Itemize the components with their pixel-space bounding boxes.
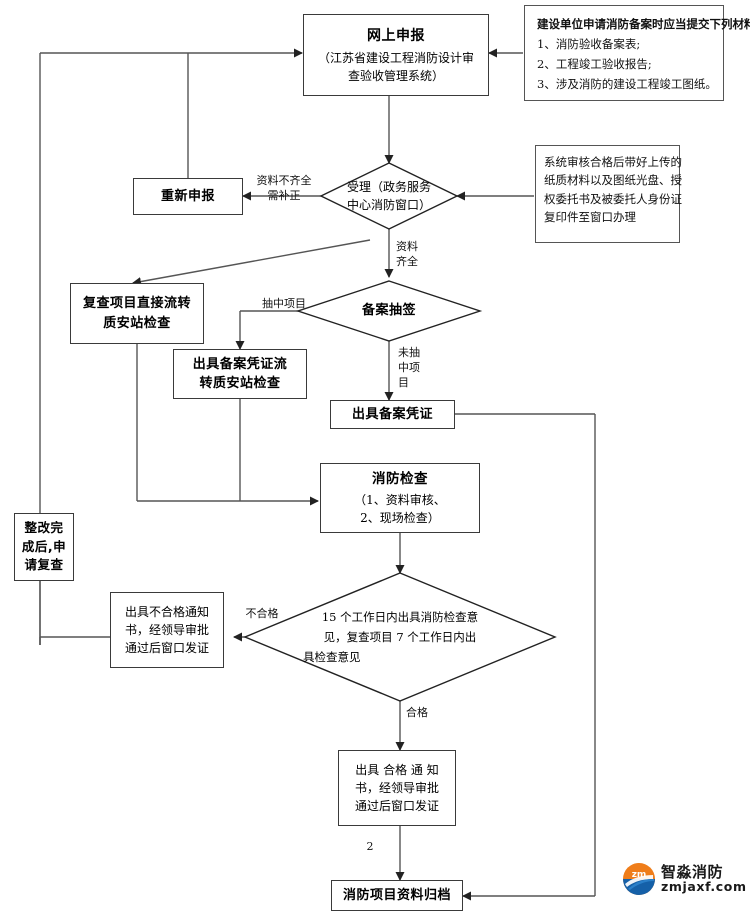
node-issue-record-cert[interactable]: 出具备案凭证: [330, 400, 455, 429]
node-online-apply[interactable]: 网上申报 （江苏省建设工程消防设计审 查验收管理系统）: [303, 14, 489, 96]
materials-note-head: 建设单位申请消防备案时应当提交下列材料:: [537, 17, 750, 31]
node-fire-inspection[interactable]: 消防检查 （1、资料审核、 2、现场检查）: [320, 463, 480, 533]
pass-notice-line3: 通过后窗口发证: [354, 799, 439, 813]
rectify-line1: 整改完: [24, 519, 64, 535]
issue-record-transfer-line1: 出具备案凭证流: [192, 356, 288, 372]
note-window-instructions: 系统审核合格后带好上传的 纸质材料以及图纸光盘、授 权委托书及被委托人身份证 复…: [535, 145, 682, 243]
watermark: zm 智淼消防 zmjaxf.com: [622, 862, 747, 896]
node-issue-record-transfer[interactable]: 出具备案凭证流 转质安站检查: [173, 349, 307, 399]
edge-label-step-two: 2: [366, 840, 374, 853]
edge-label-fail: 不合格: [245, 607, 279, 620]
lottery-label: 备案抽签: [361, 303, 416, 319]
window-note-line-3: 权委托书及被委托人身份证: [544, 191, 682, 206]
note-required-materials: 建设单位申请消防备案时应当提交下列材料: 1、消防验收备案表; 2、工程竣工验收…: [524, 5, 750, 101]
node-rectify-reapply[interactable]: 整改完 成后,申 请复查: [14, 513, 74, 581]
materials-note-item-2: 2、工程竣工验收报告;: [537, 57, 652, 72]
logo-monogram: zm: [632, 870, 647, 880]
review-direct-line2: 质安站检查: [103, 315, 171, 331]
pass-notice-line2: 书，经领导审批: [354, 781, 439, 795]
fail-notice-line3: 通过后窗口发证: [124, 641, 209, 655]
accept-line2: 中心消防窗口）: [346, 198, 431, 212]
fire-inspection-title: 消防检查: [372, 471, 428, 488]
issue-record-transfer-line2: 转质安站检查: [199, 376, 281, 391]
archive-label: 消防项目资料归档: [342, 887, 451, 903]
pass-notice-line1: 出具 合格 通 知: [355, 763, 439, 777]
node-deadline-decision[interactable]: 15 个工作日内出具消防检查意 见，复查项目 7 个工作日内出 具检查意见: [245, 573, 555, 701]
review-direct-line1: 复查项目直接流转: [82, 296, 191, 311]
node-pass-notice[interactable]: 出具 合格 通 知 书，经领导审批 通过后窗口发证: [338, 750, 456, 826]
node-lottery[interactable]: 备案抽签: [298, 281, 480, 341]
online-apply-sub1: （江苏省建设工程消防设计审: [317, 50, 474, 65]
issue-record-cert-label: 出具备案凭证: [351, 406, 433, 422]
node-accept[interactable]: 受理（政务服务 中心消防窗口）: [298, 160, 480, 232]
window-note-line-4: 复印件至窗口办理: [544, 210, 636, 225]
edge-label-pass: 合格: [406, 706, 428, 719]
node-reapply[interactable]: 重新申报: [133, 178, 243, 215]
watermark-url: zmjaxf.com: [661, 879, 747, 895]
window-note-line-2: 纸质材料以及图纸光盘、授: [544, 173, 682, 188]
window-note-line-1: 系统审核合格后带好上传的: [544, 155, 682, 169]
edge-label-complete: 资料 齐全: [396, 240, 418, 268]
edge-label-selected: 抽中项目: [262, 297, 306, 310]
edge-label-not-selected: 未抽 中项 目: [398, 346, 420, 389]
deadline-line2: 见，复查项目 7 个工作日内出: [323, 629, 477, 644]
rectify-line3: 请复查: [24, 557, 64, 573]
fail-notice-line2: 书，经领导审批: [124, 623, 209, 637]
deadline-line3: 具检查意见: [303, 650, 361, 665]
node-archive[interactable]: 消防项目资料归档: [331, 880, 463, 911]
node-fail-notice[interactable]: 出具不合格通知 书，经领导审批 通过后窗口发证: [110, 592, 224, 668]
materials-note-item-3: 3、涉及消防的建设工程竣工图纸。: [537, 77, 717, 92]
fire-inspection-line2: 2、现场检查）: [360, 510, 440, 525]
node-review-direct-transfer[interactable]: 复查项目直接流转 质安站检查: [70, 283, 204, 344]
reapply-label: 重新申报: [160, 188, 215, 204]
fail-notice-line1: 出具不合格通知: [124, 605, 209, 619]
online-apply-sub2: 查验收管理系统）: [347, 68, 444, 83]
fire-inspection-line1: （1、资料审核、: [354, 492, 446, 507]
deadline-line1: 15 个工作日内出具消防检查意: [321, 609, 479, 624]
watermark-brand: 智淼消防: [661, 862, 724, 881]
rectify-line2: 成后,申: [21, 538, 67, 554]
materials-note-item-1: 1、消防验收备案表;: [537, 37, 641, 52]
accept-line1: 受理（政务服务: [346, 180, 431, 194]
zmjaxf-logo-icon: zm: [623, 863, 655, 895]
edge-label-incomplete: 资料不齐全 需补正: [256, 174, 312, 202]
online-apply-title: 网上申报: [367, 27, 425, 44]
